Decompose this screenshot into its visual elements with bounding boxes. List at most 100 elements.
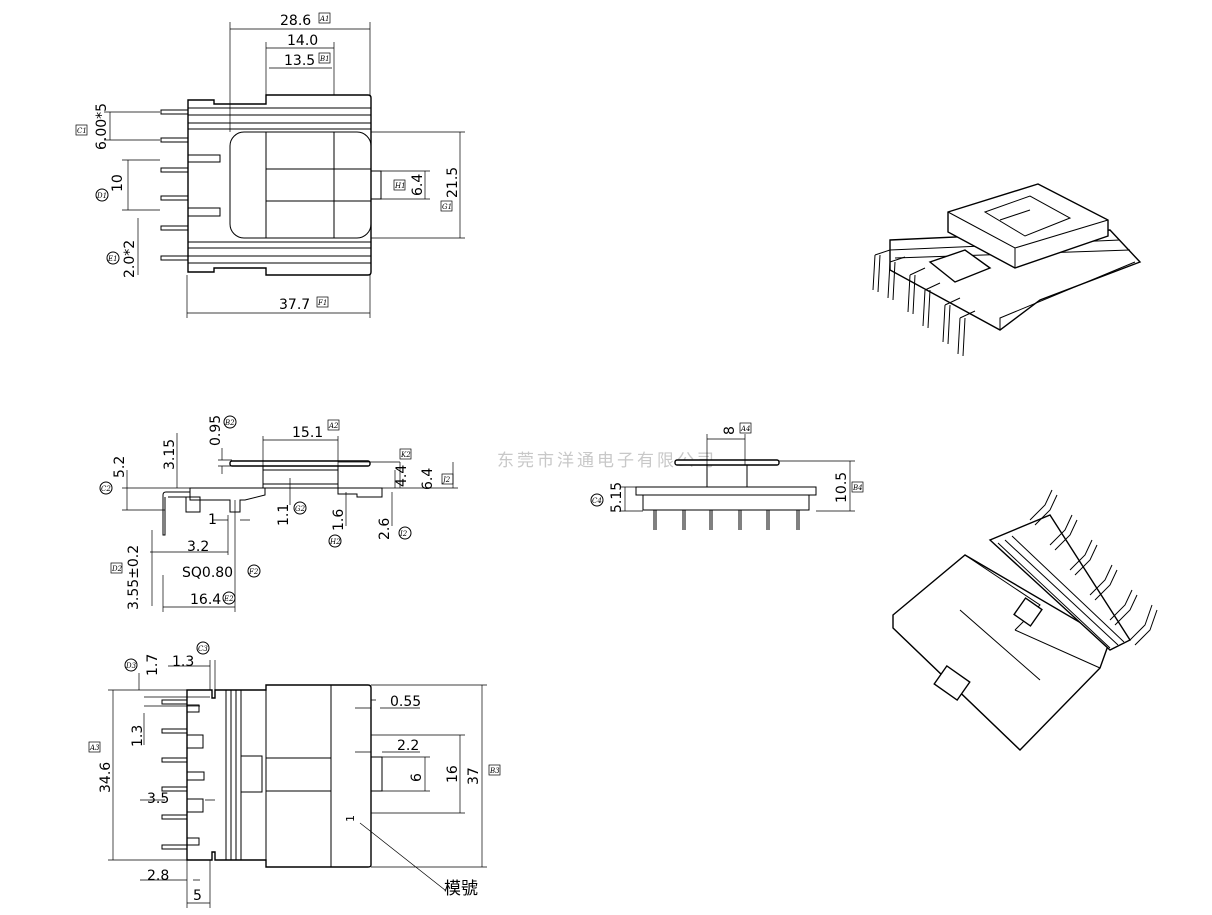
tag-j2: J2 bbox=[441, 473, 454, 485]
dim-3-2: 3.2 bbox=[187, 539, 209, 555]
tag-c2: C2 bbox=[99, 481, 113, 495]
model-label: 模號 bbox=[444, 879, 478, 899]
isometric-view-bottom bbox=[892, 489, 1158, 751]
pins bbox=[160, 109, 189, 261]
dim-1: 1 bbox=[208, 512, 217, 528]
tag-h2: H2 bbox=[328, 534, 342, 548]
svg-text:A4: A4 bbox=[740, 425, 751, 433]
tag-c4: C4 bbox=[590, 493, 604, 507]
svg-text:D2: D2 bbox=[111, 565, 123, 573]
svg-text:A2: A2 bbox=[328, 422, 339, 430]
tag-a4: A4 bbox=[739, 422, 752, 434]
dim-14-0: 14.0 bbox=[287, 33, 318, 49]
tag-k2: K2 bbox=[399, 448, 412, 460]
tag-a1: A1 bbox=[318, 12, 331, 24]
svg-text:K2: K2 bbox=[400, 451, 411, 459]
svg-text:H1: H1 bbox=[394, 182, 406, 190]
svg-text:A3: A3 bbox=[89, 744, 100, 752]
dim-5-15: 5.15 bbox=[609, 482, 625, 513]
svg-text:F1: F1 bbox=[317, 299, 327, 307]
dim-37-7: 37.7 bbox=[279, 297, 310, 313]
dim-0-95: 0.95 bbox=[208, 415, 224, 446]
isometric-pins-1 bbox=[872, 249, 976, 357]
svg-text:B1: B1 bbox=[319, 55, 330, 63]
tag-b4: B4 bbox=[851, 481, 864, 493]
tag-d1: D1 bbox=[95, 188, 109, 202]
dim-28-6: 28.6 bbox=[280, 13, 311, 29]
svg-text:B4: B4 bbox=[852, 484, 863, 492]
svg-text:E2: E2 bbox=[223, 595, 234, 603]
tag-i2: I2 bbox=[398, 526, 412, 540]
end-pins bbox=[653, 510, 800, 530]
dim-3-5: 3.5 bbox=[147, 791, 169, 807]
svg-text:G1: G1 bbox=[442, 203, 452, 211]
tag-b2: B2 bbox=[223, 415, 237, 429]
tag-c3: C3 bbox=[196, 641, 210, 655]
svg-text:I2: I2 bbox=[399, 530, 408, 538]
tag-b3: B3 bbox=[488, 764, 501, 776]
tag-c1: C1 bbox=[75, 124, 88, 136]
top-view: 28.6 14.0 13.5 37.7 21.5 6.4 6.00*5 10 2… bbox=[75, 12, 465, 318]
tag-a2: A2 bbox=[327, 419, 340, 431]
dim-1-3: 1.3 bbox=[130, 725, 146, 747]
tag-d2: D2 bbox=[110, 562, 123, 574]
svg-text:F2: F2 bbox=[248, 568, 259, 576]
tag-h1: H1 bbox=[393, 179, 406, 191]
end-view: 8 10.5 5.15 A4 B4 C4 bbox=[590, 422, 864, 530]
tag-g2: G2 bbox=[293, 501, 307, 515]
dim-6: 6 bbox=[409, 773, 425, 782]
tag-f1: F1 bbox=[316, 296, 329, 308]
dim-sq0-80: SQ0.80 bbox=[182, 565, 233, 581]
dim-10-5: 10.5 bbox=[834, 472, 850, 503]
dim-pin-pitch: 6.00*5 bbox=[94, 103, 110, 150]
dim-2-8: 2.8 bbox=[147, 868, 169, 884]
dim-1-1: 1.1 bbox=[276, 504, 292, 526]
svg-text:D1: D1 bbox=[96, 192, 107, 200]
dim-13-5: 13.5 bbox=[284, 53, 315, 69]
svg-text:J2: J2 bbox=[441, 476, 451, 484]
dim-1-3-top: 1.3 bbox=[172, 654, 194, 670]
dim-16-4: 16.4 bbox=[190, 592, 221, 608]
dim-2-6: 2.6 bbox=[377, 518, 393, 540]
company-watermark: 东莞市洋通电子有限公司 bbox=[497, 451, 717, 471]
tag-e2: E2 bbox=[222, 591, 236, 605]
dim-15-1: 15.1 bbox=[292, 425, 323, 441]
svg-text:C1: C1 bbox=[77, 127, 87, 135]
dim-3-55: 3.55±0.2 bbox=[126, 545, 142, 610]
dim-37: 37 bbox=[466, 767, 482, 785]
svg-text:C4: C4 bbox=[592, 497, 602, 505]
dim-2-2: 2.2 bbox=[397, 738, 419, 754]
dim-6-4: 6.4 bbox=[410, 174, 426, 196]
svg-text:D3: D3 bbox=[125, 662, 137, 670]
svg-text:C3: C3 bbox=[198, 645, 208, 653]
dim-1-7: 1.7 bbox=[145, 654, 161, 676]
dim-6-4-side: 6.4 bbox=[420, 468, 436, 490]
dim-5-2: 5.2 bbox=[112, 456, 128, 478]
tag-g1: G1 bbox=[440, 200, 453, 212]
svg-text:H2: H2 bbox=[329, 538, 341, 546]
dim-21-5: 21.5 bbox=[445, 167, 461, 198]
bottom-view: 1.3 1.7 1.3 34.6 3.5 2.8 5 0.55 2.2 6 16… bbox=[88, 641, 501, 908]
dim-10: 10 bbox=[110, 174, 126, 192]
tag-d3: D3 bbox=[124, 658, 138, 672]
tag-b1: B1 bbox=[318, 52, 331, 64]
svg-text:A1: A1 bbox=[319, 15, 330, 23]
svg-text:C2: C2 bbox=[101, 485, 111, 493]
isometric-view-top bbox=[872, 183, 1142, 357]
dim-34-6: 34.6 bbox=[98, 762, 114, 793]
svg-text:B2: B2 bbox=[224, 419, 235, 427]
dim-0-55: 0.55 bbox=[390, 694, 421, 710]
dim-5: 5 bbox=[193, 888, 202, 904]
svg-text:B3: B3 bbox=[489, 767, 500, 775]
side-view: 0.95 15.1 3.15 5.2 4.4 6.4 1 1.1 1.6 2.6… bbox=[99, 415, 458, 612]
svg-text:G2: G2 bbox=[295, 505, 306, 513]
dim-8: 8 bbox=[722, 426, 738, 435]
dim-pin-size: 2.0*2 bbox=[122, 240, 138, 278]
dim-16: 16 bbox=[445, 765, 461, 783]
svg-text:E1: E1 bbox=[107, 255, 118, 263]
bottom-pins bbox=[161, 699, 205, 850]
pin-1-marker: 1 bbox=[344, 815, 357, 822]
tag-e1: E1 bbox=[106, 251, 120, 265]
